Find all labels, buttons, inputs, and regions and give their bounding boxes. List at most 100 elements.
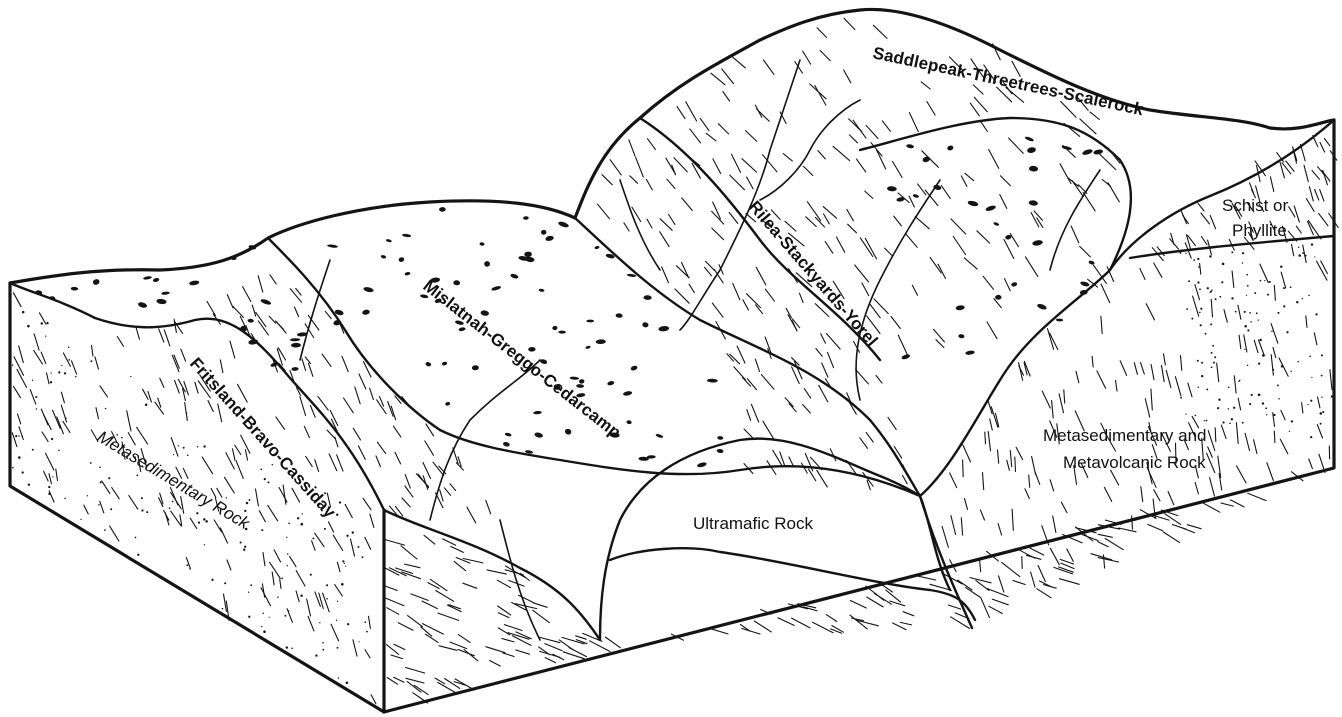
front-face-hatch — [1221, 503, 1234, 506]
right-face-hatch — [1207, 453, 1215, 472]
schist-hatch — [1201, 237, 1207, 245]
rock-fragment — [534, 432, 544, 439]
front-face-hatch — [1248, 493, 1266, 500]
left-face-hatch — [218, 404, 222, 422]
left-face-hatch — [315, 460, 319, 472]
front-face-hatch — [1204, 503, 1220, 512]
right-face-hatch — [980, 559, 981, 571]
front-face-hatch — [384, 586, 397, 591]
right-face-stipple — [1244, 325, 1247, 328]
left-face-stipple — [204, 544, 205, 545]
lower-slope-hatch — [393, 426, 401, 437]
right-face-hatch — [1145, 399, 1149, 417]
right-face-hatch — [1154, 263, 1162, 277]
right-face-hatch — [1245, 433, 1249, 450]
rock-fragment — [658, 326, 669, 332]
front-face-hatch — [425, 634, 438, 642]
front-face-hatch — [451, 546, 464, 552]
left-face-stipple — [322, 642, 324, 644]
left-face-stipple — [64, 498, 66, 500]
front-face-hatch — [826, 615, 837, 622]
rock-fragment — [1080, 281, 1090, 288]
front-face-hatch — [406, 668, 425, 674]
front-face-hatch — [886, 590, 901, 602]
upper-slope-hatch — [833, 146, 850, 160]
upper-slope-hatch — [885, 248, 893, 256]
left-face-hatch — [44, 415, 52, 430]
left-face-stipple — [186, 412, 187, 413]
lower-slope-hatch — [310, 406, 315, 418]
right-face-hatch — [1042, 391, 1050, 408]
right-face-stipple — [1321, 354, 1323, 356]
left-face-hatch — [329, 522, 334, 532]
left-face-stipple — [284, 615, 286, 617]
front-terrain-profile — [10, 283, 384, 510]
left-face-stipple — [141, 509, 143, 511]
right-face-hatch — [1195, 285, 1200, 300]
front-face-hatch — [1119, 528, 1137, 532]
right-face-hatch — [1053, 516, 1056, 533]
right-face-stipple — [1258, 362, 1260, 364]
upper-slope-hatch — [912, 285, 917, 295]
rock-fragment — [247, 319, 253, 323]
right-face-hatch — [1007, 460, 1010, 470]
left-face-stipple — [61, 365, 62, 366]
right-face-stipple — [1302, 252, 1304, 254]
right-face-hatch — [1151, 365, 1154, 380]
mid-slope-hatch — [675, 289, 689, 303]
front-face-hatch — [519, 595, 534, 602]
rock-fragment — [1082, 148, 1094, 156]
left-face-hatch — [214, 520, 221, 532]
front-face-hatch — [1013, 581, 1025, 585]
left-face-stipple — [347, 623, 349, 625]
left-face-stipple — [291, 648, 293, 650]
lower-slope-hatch — [440, 490, 443, 501]
front-face-hatch — [1044, 585, 1057, 589]
right-face-hatch — [1016, 447, 1023, 459]
left-face-stipple — [326, 598, 328, 600]
right-face-stipple — [1242, 252, 1244, 254]
right-face-hatch — [1076, 371, 1079, 382]
left-face-stipple — [346, 682, 349, 685]
mid-slope-hatch — [860, 438, 868, 449]
right-face-hatch — [1217, 363, 1219, 382]
mid-slope-hatch — [598, 204, 610, 219]
upper-slope-hatch — [862, 283, 869, 296]
left-face-hatch — [306, 456, 313, 466]
upper-slope-hatch — [936, 340, 944, 348]
lower-slope-hatch — [376, 456, 380, 467]
front-face-hatch — [987, 589, 1008, 597]
upper-slope-hatch — [909, 113, 918, 132]
rock-fragment — [479, 242, 485, 246]
mid-slope-hatch — [803, 405, 811, 413]
left-face-stipple — [197, 446, 199, 448]
right-face-stipple — [1286, 331, 1288, 333]
mid-slope-hatch — [765, 289, 774, 301]
right-face-hatch — [998, 524, 1002, 536]
lower-slope-hatch — [227, 295, 233, 308]
front-face-hatch — [989, 606, 1003, 613]
rock-fragment — [439, 207, 446, 212]
front-face-hatch — [464, 650, 478, 661]
right-face-stipple — [1264, 280, 1265, 281]
front-face-hatch — [970, 578, 991, 583]
mid-slope-hatch — [821, 334, 826, 344]
schist-hatch — [1294, 206, 1299, 222]
left-face-hatch — [19, 346, 24, 363]
right-face-hatch — [1317, 425, 1322, 438]
right-face-hatch — [951, 516, 956, 535]
right-face-hatch — [1234, 376, 1236, 393]
lower-slope-hatch — [344, 398, 354, 413]
right-face-hatch — [1052, 401, 1054, 418]
stream-1 — [680, 60, 800, 330]
mid-slope-hatch — [876, 376, 882, 384]
left-face-stipple — [337, 601, 338, 602]
block-outline — [10, 120, 1334, 712]
lower-slope-hatch — [325, 311, 331, 318]
front-face-hatch — [407, 682, 421, 693]
schist-hatch — [1250, 183, 1254, 194]
left-face-stipple — [35, 396, 37, 398]
right-face-stipple — [1249, 403, 1251, 405]
schist-hatch — [1315, 190, 1319, 201]
upper-slope-hatch — [825, 242, 833, 254]
